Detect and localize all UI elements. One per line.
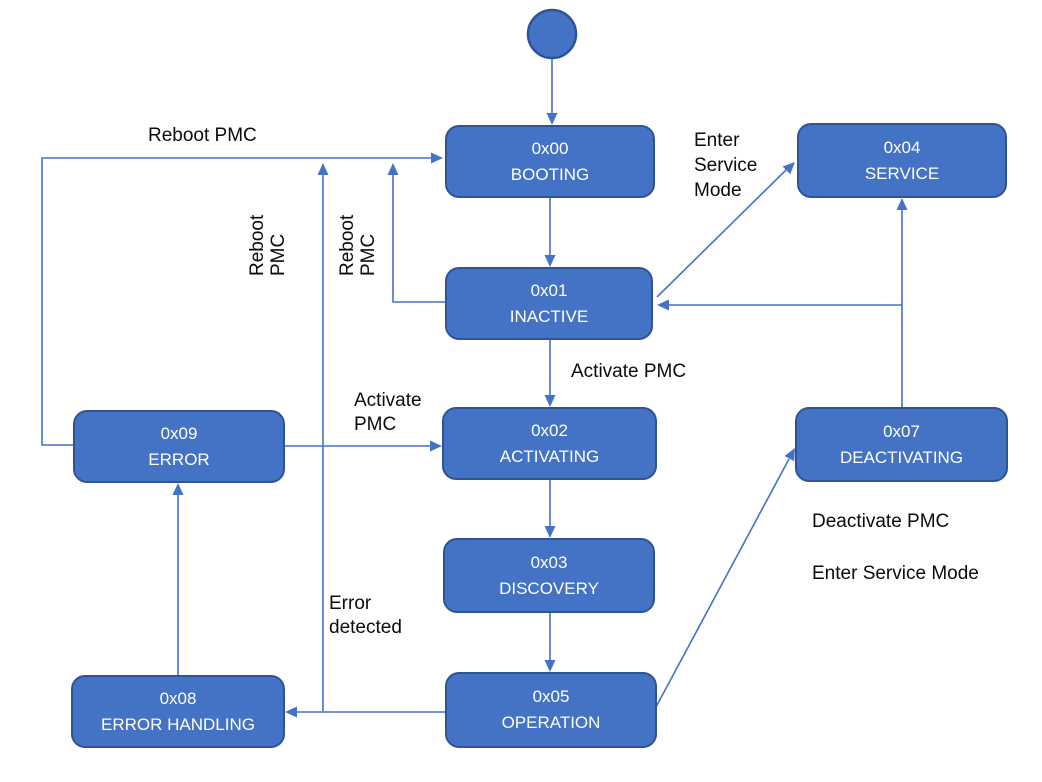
state-name: BOOTING [510, 164, 590, 184]
state-deactivating: 0x07 DEACTIVATING [795, 407, 1008, 482]
state-inactive: 0x01 INACTIVE [445, 267, 653, 340]
label-error-detected: Error detected [329, 593, 402, 638]
state-code: 0x07 [883, 421, 920, 441]
state-name: INACTIVE [509, 306, 589, 326]
state-code: 0x01 [530, 280, 568, 300]
label-enter-service-mode-right: Enter Service Mode [812, 563, 979, 584]
state-code: 0x05 [532, 687, 570, 706]
edge-error-handling-to-error [172, 483, 184, 675]
state-name: SERVICE [864, 163, 940, 183]
edge-start-to-booting [546, 58, 558, 125]
label-reboot-pmc-vertical-right: Reboot PMC [337, 214, 379, 276]
edge-deactivating-to-inactive [657, 299, 902, 311]
state-name: DISCOVERY [499, 578, 599, 598]
state-code: 0x02 [531, 420, 568, 440]
label-reboot-pmc-vertical-left: Reboot PMC [247, 214, 289, 276]
state-code: 0x04 [883, 137, 921, 157]
edge-inactive-to-service [656, 162, 795, 298]
state-name: DEACTIVATING [839, 447, 964, 467]
state-operation: 0x05 OPERATION [445, 672, 657, 748]
state-error-handling: 0x08 ERROR HANDLING [71, 675, 285, 748]
initial-state-node [526, 8, 578, 60]
edge-inactive-to-activating [544, 340, 556, 407]
state-discovery: 0x03 DISCOVERY [443, 538, 655, 613]
label-deactivate-pmc: Deactivate PMC [812, 511, 950, 532]
state-service: 0x04 SERVICE [797, 123, 1007, 198]
state-name: ACTIVATING [499, 446, 600, 466]
edge-error-to-booting [41, 152, 443, 446]
label-activate-pmc-left: Activate PMC [354, 390, 422, 435]
edge-error-to-activating [285, 440, 442, 452]
edge-deactivating-to-service [896, 198, 908, 407]
label-activate-pmc-center: Activate PMC [571, 361, 687, 382]
state-booting: 0x00 BOOTING [445, 125, 655, 198]
state-code: 0x03 [530, 552, 568, 572]
edge-operation-to-deactivating [655, 448, 795, 708]
state-name: ERROR HANDLING [101, 714, 255, 734]
label-enter-service-mode-top: Enter Service Mode [694, 130, 758, 201]
state-code: 0x08 [159, 688, 197, 708]
state-name: OPERATION [501, 713, 601, 732]
edge-operation-to-booting [317, 163, 329, 711]
edge-inactive-to-booting [387, 163, 445, 303]
edge-discovery-to-operation [544, 613, 556, 672]
state-error: 0x09 ERROR [73, 410, 285, 483]
edge-activating-to-discovery [544, 480, 556, 538]
state-activating: 0x02 ACTIVATING [442, 407, 657, 480]
edge-booting-to-inactive [544, 198, 556, 267]
state-code: 0x00 [531, 138, 569, 158]
state-name: ERROR [148, 449, 210, 469]
state-code: 0x09 [160, 423, 198, 443]
edge-operation-to-error-handling [285, 706, 445, 718]
label-reboot-pmc-top: Reboot PMC [148, 125, 257, 146]
